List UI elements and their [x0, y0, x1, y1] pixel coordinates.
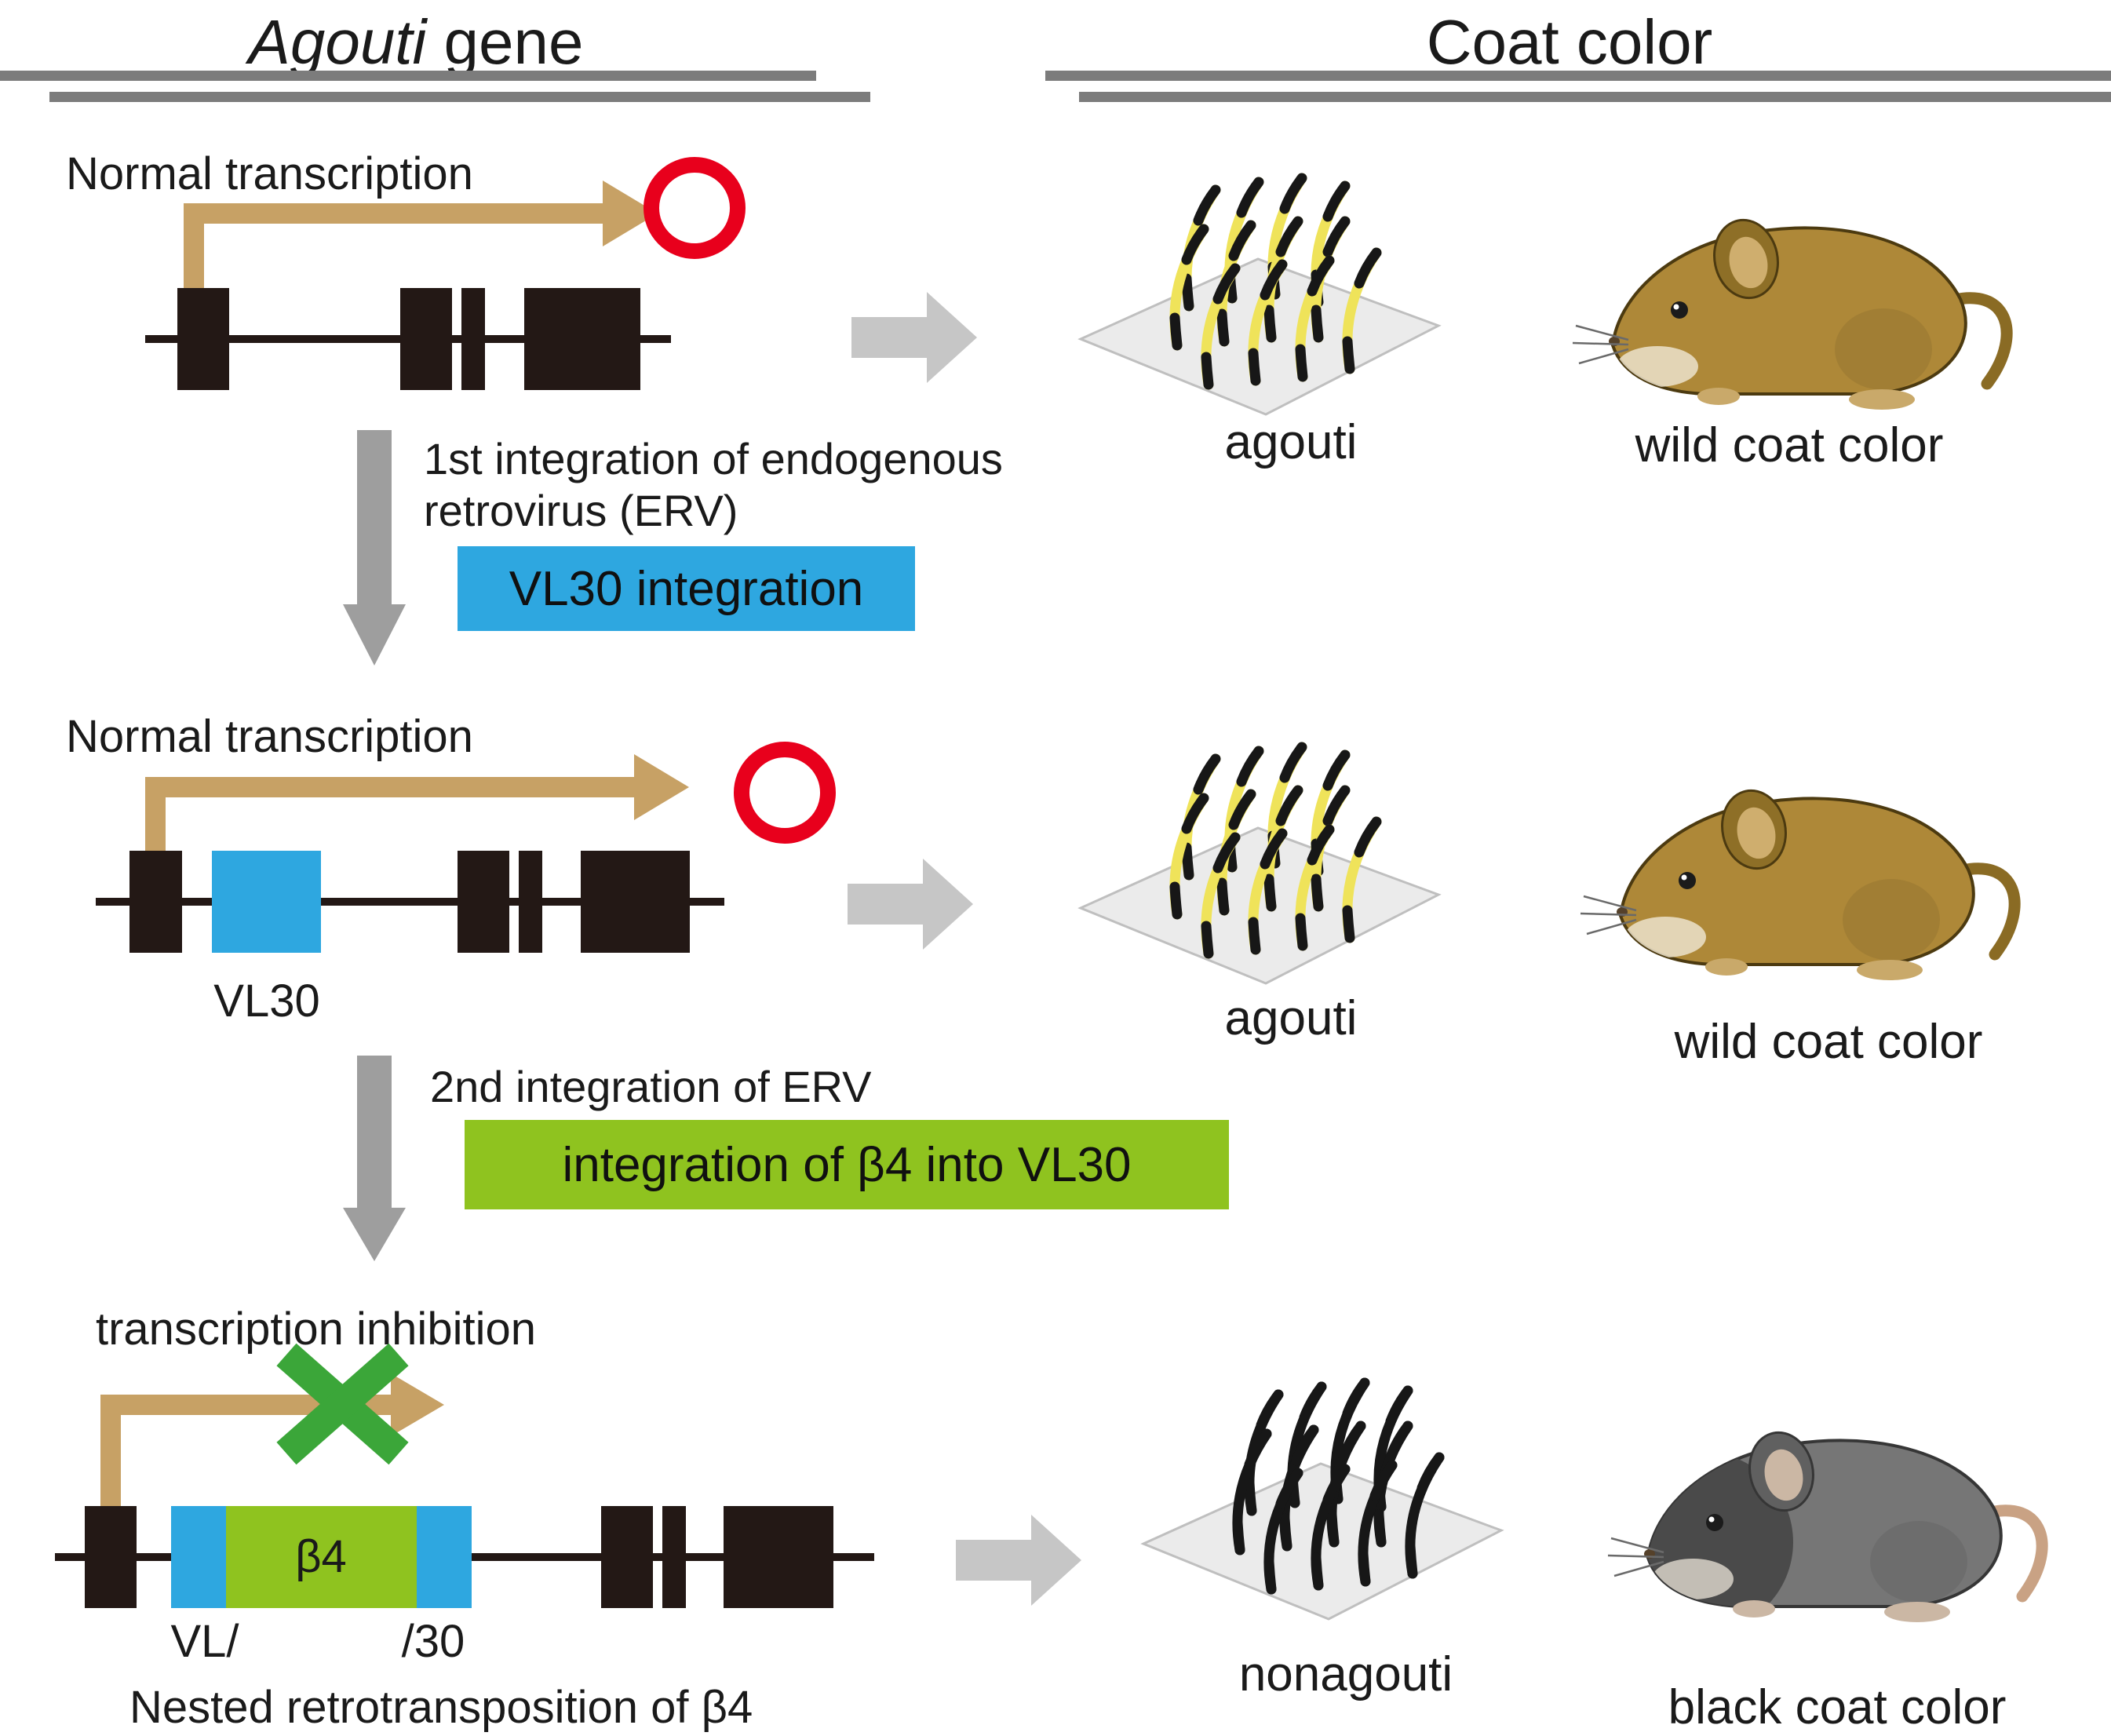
left-column-title: Agouti gene: [196, 6, 636, 78]
nonagouti-hair-patch: [1134, 1354, 1511, 1628]
row1-transcription-label: Normal transcription: [66, 148, 473, 199]
row2-transcription-label: Normal transcription: [66, 711, 473, 762]
exon-box: [458, 851, 509, 953]
transcription-arrow: [100, 1395, 391, 1512]
vl30-integration-box: VL30 integration: [458, 546, 915, 631]
transcription-arrowhead-icon: [634, 754, 689, 820]
b4-insert-label: β4: [295, 1531, 347, 1582]
exon-box: [400, 288, 452, 390]
exon-box: [581, 851, 690, 953]
transcription-arrow: [184, 203, 603, 308]
down-arrow-icon: [343, 430, 406, 666]
right-arrow-icon: [851, 292, 977, 383]
vl30-insert-box: [212, 851, 321, 953]
b4-insert-box: [226, 1506, 417, 1608]
gene-diagram-normal: [145, 157, 746, 390]
left-underline-bar-top: [0, 71, 816, 81]
row3-hair-caption: nonagouti: [1238, 1647, 1453, 1701]
exon-box: [129, 851, 182, 953]
transcription-active-ring-icon: [644, 157, 746, 259]
row1-hair-caption: agouti: [1224, 415, 1358, 469]
vl-left-label: VL/: [170, 1616, 239, 1667]
vl30-insert-label: VL30: [213, 976, 320, 1027]
b4-integration-box: integration of β4 into VL30: [465, 1120, 1229, 1209]
vl-right-label: /30: [401, 1616, 465, 1667]
gene-diagram-nested: [55, 1343, 874, 1608]
black-mouse-illustration: [1605, 1358, 2060, 1640]
row3-inhibition-label: transcription inhibition: [96, 1304, 536, 1355]
right-arrow-icon: [848, 859, 973, 950]
row3-mouse-caption: black coat color: [1668, 1680, 2007, 1734]
transition1-note: 1st integration of endogenous retrovirus…: [424, 434, 1003, 536]
right-column-title: Coat color: [1426, 7, 1713, 77]
exon-box: [662, 1506, 686, 1608]
right-underline-bar-bottom: [1079, 92, 2111, 102]
agouti-hair-patch: [1071, 149, 1448, 424]
inhibition-x-icon: [276, 1343, 409, 1465]
exon-box: [524, 288, 640, 390]
exon-box: [519, 851, 542, 953]
exon-box: [601, 1506, 653, 1608]
left-title-gene-name: Agouti: [248, 7, 427, 77]
right-arrow-icon: [956, 1515, 1081, 1606]
agouti-hair-patch: [1071, 718, 1448, 993]
exon-box: [724, 1506, 833, 1608]
transcription-arrowhead-icon: [603, 181, 658, 246]
row1-mouse-caption: wild coat color: [1635, 418, 1944, 472]
left-title-rest: gene: [426, 7, 584, 77]
gene-diagram-vl30: [96, 742, 836, 953]
transcription-arrowhead-icon: [391, 1373, 444, 1436]
transcription-arrow: [145, 777, 634, 866]
row2-hair-caption: agouti: [1224, 991, 1358, 1045]
exon-box: [461, 288, 485, 390]
transition2-note: 2nd integration of ERV: [430, 1062, 872, 1111]
row2-mouse-caption: wild coat color: [1674, 1015, 1983, 1069]
row3-caption: Nested retrotransposition of β4: [129, 1682, 753, 1733]
down-arrow-icon: [343, 1056, 406, 1261]
wild-mouse-illustration: [1577, 716, 2033, 998]
wild-mouse-illustration: [1570, 145, 2025, 428]
exon-box: [85, 1506, 137, 1608]
left-underline-bar-bottom: [49, 92, 870, 102]
right-underline-bar-top: [1045, 71, 2111, 81]
transcription-active-ring-icon: [734, 742, 836, 844]
exon-box: [177, 288, 229, 390]
